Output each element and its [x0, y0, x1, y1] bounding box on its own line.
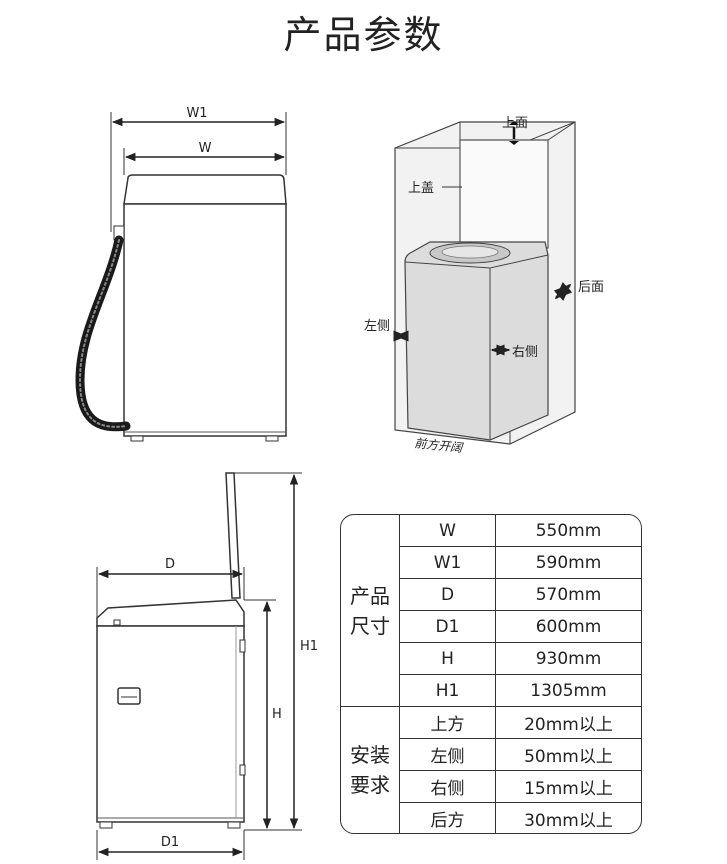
row-value: 1305mm [495, 674, 641, 707]
table-row: 左侧 50mm以上 [341, 738, 641, 771]
row-label: D [399, 578, 496, 611]
install-group-cell: 安装 要求 [341, 706, 400, 833]
table-row: 右侧 15mm以上 [341, 770, 641, 803]
back-clearance-label: 后面 [578, 280, 604, 295]
h1-label: H1 [300, 639, 318, 654]
d1-label: D1 [161, 835, 179, 850]
table-row: W1 590mm [341, 546, 641, 579]
side-view-washer: D D1 H H1 [96, 472, 318, 860]
row-label: W1 [399, 546, 496, 579]
table-row: H 930mm [341, 642, 641, 675]
clearance-diagram: 上面 上盖 后面 左侧 右侧 前方开阔 [364, 116, 604, 455]
page-title: 产品参数 [283, 13, 444, 57]
row-label: H1 [399, 674, 496, 707]
table-row: D1 600mm [341, 610, 641, 643]
w-label: W [199, 141, 212, 156]
row-label: W [399, 515, 496, 547]
row-label: 左侧 [399, 738, 496, 771]
row-value: 50mm以上 [495, 738, 641, 771]
row-label: 后方 [399, 802, 496, 833]
row-value: 15mm以上 [495, 770, 641, 803]
table-row: 产品 尺寸 W 550mm [341, 515, 641, 707]
front-view-washer: W1 W [75, 106, 287, 442]
lid-label: 上盖 [408, 181, 434, 196]
table-row: D 570mm [341, 578, 641, 611]
table-row: 安装 要求 上方 20mm以上 [341, 706, 641, 833]
drain-hose [75, 235, 131, 432]
row-value: 600mm [495, 610, 641, 643]
row-value: 20mm以上 [495, 706, 641, 739]
row-label: 右侧 [399, 770, 496, 803]
h-label: H [272, 707, 282, 722]
front-open-label: 前方开阔 [414, 436, 465, 455]
row-label: H [399, 642, 496, 675]
table-row: 后方 30mm以上 [341, 802, 641, 833]
w1-label: W1 [186, 106, 207, 121]
top-clearance-label: 上面 [502, 116, 528, 131]
row-value: 550mm [495, 515, 641, 547]
row-value: 590mm [495, 546, 641, 579]
row-label: 上方 [399, 706, 496, 739]
dimension-group-cell: 产品 尺寸 [341, 515, 400, 707]
left-clearance-label: 左侧 [364, 319, 390, 334]
row-value: 30mm以上 [495, 802, 641, 833]
d-label: D [165, 557, 175, 572]
spec-table: 产品 尺寸 W 550mm W1 590mm D 570mm D1 600mm … [340, 514, 642, 834]
row-label: D1 [399, 610, 496, 643]
row-value: 930mm [495, 642, 641, 675]
row-value: 570mm [495, 578, 641, 611]
right-clearance-label: 右侧 [512, 345, 538, 360]
